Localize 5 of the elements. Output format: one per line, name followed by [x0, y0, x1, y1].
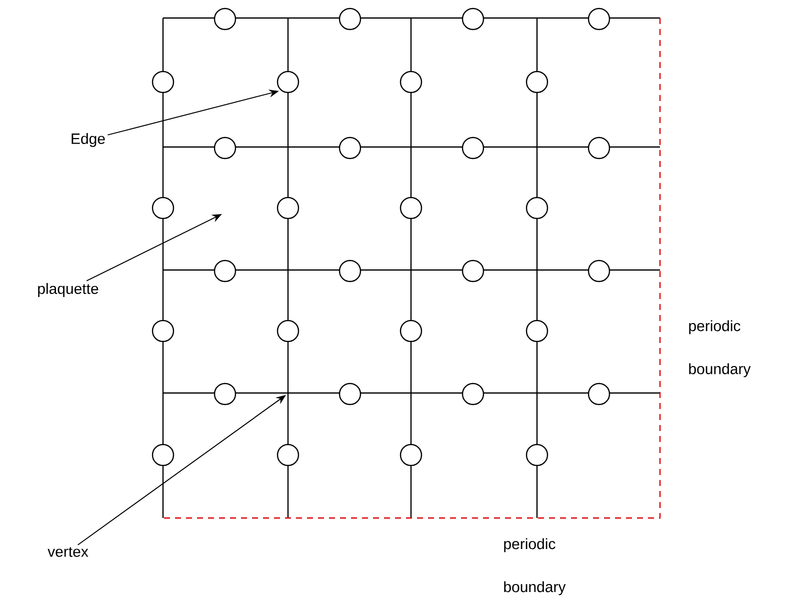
- leader-label: Edge: [72, 133, 105, 147]
- leader-label: vertex: [48, 547, 88, 557]
- leader-label: plaquette: [38, 283, 98, 297]
- boundary-label: periodic boundary: [689, 320, 751, 378]
- boundary-label: periodic boundary: [504, 538, 566, 596]
